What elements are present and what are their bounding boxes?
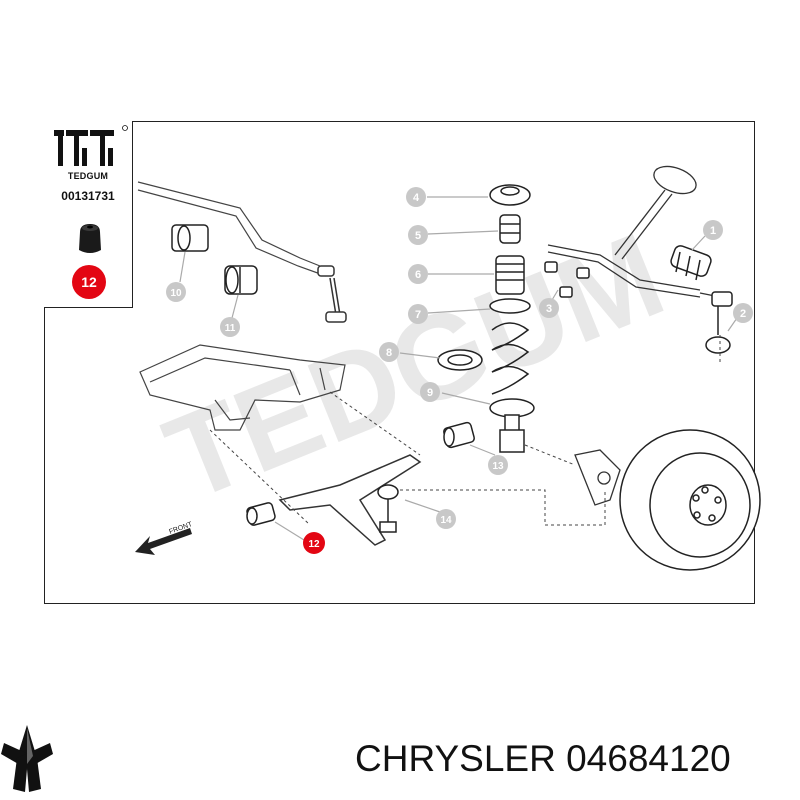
callout-6: 6: [408, 264, 428, 284]
subframe: [139, 344, 346, 431]
callout-label: 13: [492, 461, 504, 472]
diagram-frame: [44, 121, 755, 604]
callout-10: 10: [166, 282, 186, 302]
stabilizer-bar: [137, 181, 331, 277]
callout-9: 9: [420, 382, 440, 402]
tie-rod-end-2: [705, 291, 733, 354]
callout-13: 13: [488, 455, 508, 475]
callout-label: 4: [413, 192, 420, 204]
callout-label: 8: [386, 347, 392, 359]
inset-number: 12: [81, 274, 97, 290]
brand-name: TEDGUM: [67, 171, 109, 181]
stabilizer-bushing-11: [224, 265, 258, 295]
control-arm-bushing-12: [246, 502, 276, 526]
callout-label: 11: [225, 323, 236, 334]
callout-label: 14: [440, 515, 452, 526]
callout-3: 3: [539, 298, 559, 318]
guide-lines: [209, 335, 721, 526]
bearing-8: [437, 349, 483, 371]
callout-12-highlight: 12: [274, 521, 325, 554]
leader-lines: [179, 196, 738, 513]
stabilizer-bushing-10: [171, 224, 209, 252]
control-arm: [278, 454, 422, 546]
callout-label: 3: [546, 303, 552, 315]
callout-14: 14: [436, 509, 456, 529]
inset-number-badge: 12: [72, 265, 106, 299]
callout-label: 9: [427, 387, 433, 399]
callout-label: 5: [415, 230, 421, 242]
callout-label: 10: [170, 288, 182, 299]
callout-label: 1: [710, 225, 716, 237]
callout-8: 8: [379, 342, 399, 362]
wheel: [619, 429, 761, 571]
callout-1: 1: [703, 220, 723, 240]
rack-bushings-3: [544, 261, 590, 298]
tedgum-logo-icon: [54, 125, 128, 166]
part-code: 00131731: [61, 189, 115, 203]
stabilizer-link: [317, 265, 347, 323]
callout-2: 2: [733, 303, 753, 323]
callout-label: 7: [415, 309, 421, 321]
callout-11: 11: [220, 317, 240, 337]
callout-label: 2: [740, 308, 746, 320]
strut-assembly: [489, 184, 535, 453]
steering-knuckle: [574, 449, 621, 506]
rack-boot-1: [670, 245, 712, 281]
ball-joint-14: [377, 484, 399, 533]
bushing-13: [443, 421, 475, 449]
callout-4: 4: [406, 187, 426, 207]
callout-label: 6: [415, 269, 421, 281]
part-caption: CHRYSLER 04684120: [355, 738, 731, 779]
callout-7: 7: [408, 304, 428, 324]
callout-label: 12: [308, 539, 320, 550]
bushing-product-icon: [79, 224, 101, 253]
callout-5: 5: [408, 225, 428, 245]
